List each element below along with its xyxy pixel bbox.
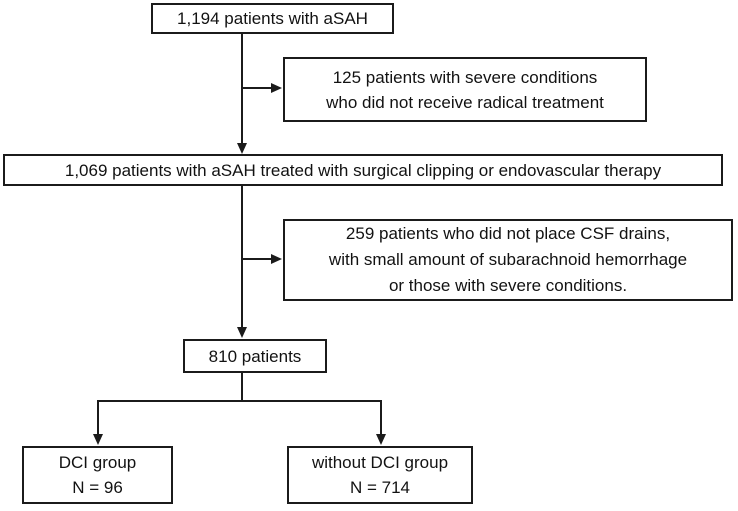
node-total-patients-label: 1,194 patients with aSAH bbox=[177, 9, 368, 28]
arrowhead-into-without-dci bbox=[376, 434, 386, 445]
node-excluded-csf-line-2: with small amount of subarachnoid hemorr… bbox=[328, 250, 688, 269]
arrowhead-into-excluded-csf bbox=[271, 254, 282, 264]
node-treated-patients: 1,069 patients with aSAH treated with su… bbox=[3, 154, 723, 186]
arrowhead-into-excluded-severe bbox=[271, 83, 282, 93]
node-total-patients: 1,194 patients with aSAH bbox=[151, 3, 394, 34]
node-excluded-severe-line-1: 125 patients with severe conditions bbox=[332, 67, 598, 87]
node-dci-group: DCI group N = 96 bbox=[22, 446, 173, 504]
node-treated-patients-label: 1,069 patients with aSAH treated with su… bbox=[64, 160, 662, 180]
node-without-dci-group-line-2: N = 714 bbox=[349, 478, 410, 497]
node-final-patients: 810 patients bbox=[183, 339, 327, 373]
arrowhead-into-treated bbox=[237, 143, 247, 154]
node-without-dci-group-line-1: without DCI group bbox=[311, 453, 449, 472]
node-excluded-severe-conditions: 125 patients with severe conditions who … bbox=[283, 57, 647, 122]
arrowhead-into-dci bbox=[93, 434, 103, 445]
arrowhead-into-final bbox=[237, 327, 247, 338]
node-excluded-no-csf-drains: 259 patients who did not place CSF drain… bbox=[283, 219, 733, 301]
node-excluded-csf-line-1: 259 patients who did not place CSF drain… bbox=[345, 224, 671, 243]
node-excluded-severe-line-2: who did not receive radical treatment bbox=[326, 92, 604, 112]
node-without-dci-group: without DCI group N = 714 bbox=[287, 446, 473, 504]
node-final-patients-label: 810 patients bbox=[208, 346, 302, 366]
node-dci-group-line-2: N = 96 bbox=[72, 478, 123, 497]
node-excluded-csf-line-3: or those with severe conditions. bbox=[388, 276, 628, 295]
node-dci-group-line-1: DCI group bbox=[58, 453, 137, 472]
